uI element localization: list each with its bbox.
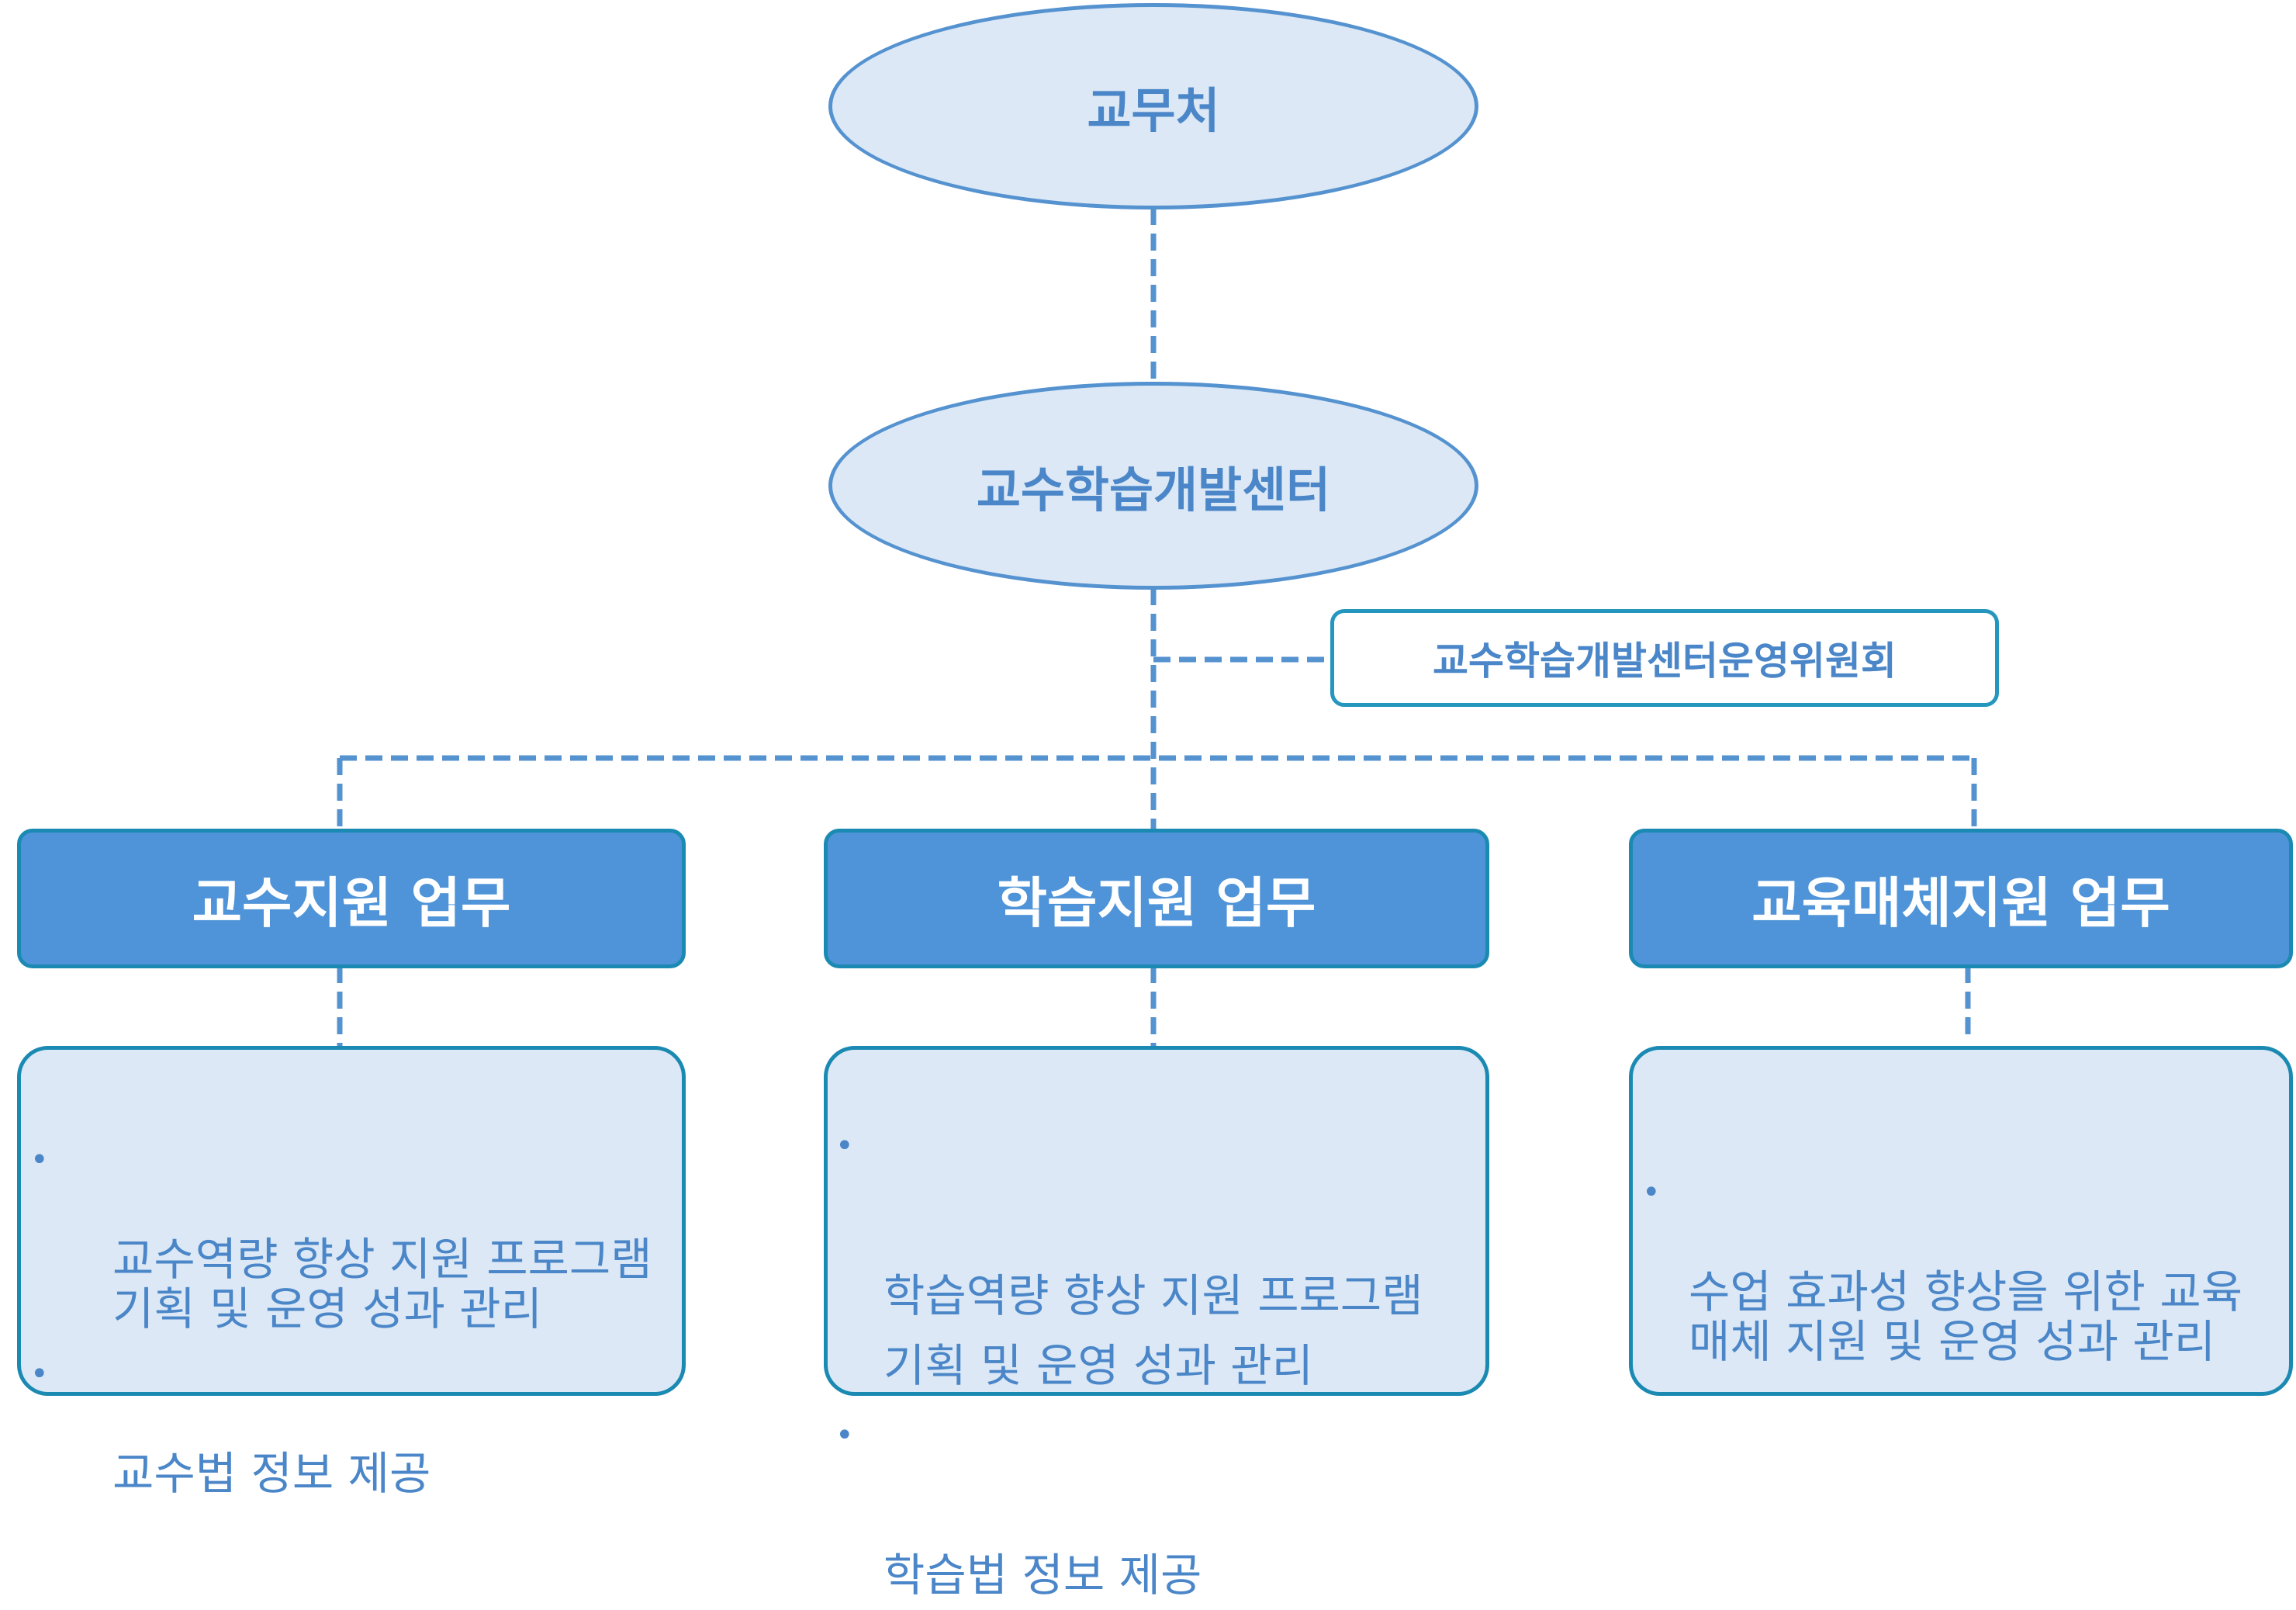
dept-media-support: 교육매체지원 업무 — [1629, 829, 2293, 968]
connector-lines — [337, 208, 1977, 1046]
dept-media-support-title: 교육매체지원 업무 — [1751, 871, 2170, 935]
dept-learning-support-title: 학습지원 업무 — [997, 871, 1316, 935]
committee-node: 교수학습개발센터운영위원회 — [1330, 609, 1999, 707]
list-item: • 교수법 정보 제공 — [21, 1349, 690, 1498]
dept-teaching-support-title: 교수지원 업무 — [192, 871, 511, 935]
bullet-icon: • — [30, 1356, 49, 1392]
center-node: 교수학습개발센터 — [828, 382, 1478, 590]
org-chart: 교무처 교수학습개발센터 교수학습개발센터운영위원회 교수지원 업무 학습지원 … — [17, 3, 2293, 1601]
root-label: 교무처 — [1087, 82, 1220, 139]
committee-label: 교수학습개발센터운영위원회 — [1433, 639, 1897, 684]
duty-box-teaching: • 교수역량 향상 지원 프로그램 기획 및 운영 성과 관리 • 교수법 정보… — [17, 1046, 686, 1498]
duty-text: 학습법 정보 제공 — [883, 1549, 1202, 1601]
bullet-icon: • — [1642, 1175, 1661, 1210]
duty-box-media: • 수업 효과성 향상을 위한 교육 매체 지원 및 운영 성과 관리 — [1629, 1046, 2293, 1396]
list-item: • 교수역량 향상 지원 프로그램 기획 및 운영 성과 관리 — [21, 1135, 690, 1334]
duty-text: 교수법 정보 제공 — [112, 1447, 431, 1500]
list-item: • 학습역량 향상 지원 프로그램 기획 및 운영 성과 관리 — [828, 1121, 1493, 1401]
list-item: • 수업 효과성 향상을 위한 교육 매체 지원 및 운영 성과 관리 — [1633, 1168, 2296, 1366]
dept-learning-support: 학습지원 업무 — [824, 829, 1489, 968]
duty-box-learning: • 학습역량 향상 지원 프로그램 기획 및 운영 성과 관리 • 학습법 정보… — [824, 1046, 1489, 1601]
bullet-icon: • — [835, 1128, 854, 1164]
duty-text: 수업 효과성 향상을 위한 교육 매체 지원 및 운영 성과 관리 — [1689, 1265, 2243, 1368]
center-label: 교수학습개발센터 — [976, 462, 1331, 518]
bullet-icon: • — [835, 1418, 854, 1453]
duty-text: 교수역량 향상 지원 프로그램 기획 및 운영 성과 관리 — [112, 1233, 652, 1335]
list-item: • 학습법 정보 제공 — [828, 1401, 1493, 1610]
bullet-icon: • — [30, 1142, 49, 1178]
duty-text: 학습역량 향상 지원 프로그램 기획 및 운영 성과 관리 — [883, 1269, 1423, 1392]
dept-teaching-support: 교수지원 업무 — [17, 829, 686, 968]
root-node: 교무처 — [828, 3, 1478, 209]
